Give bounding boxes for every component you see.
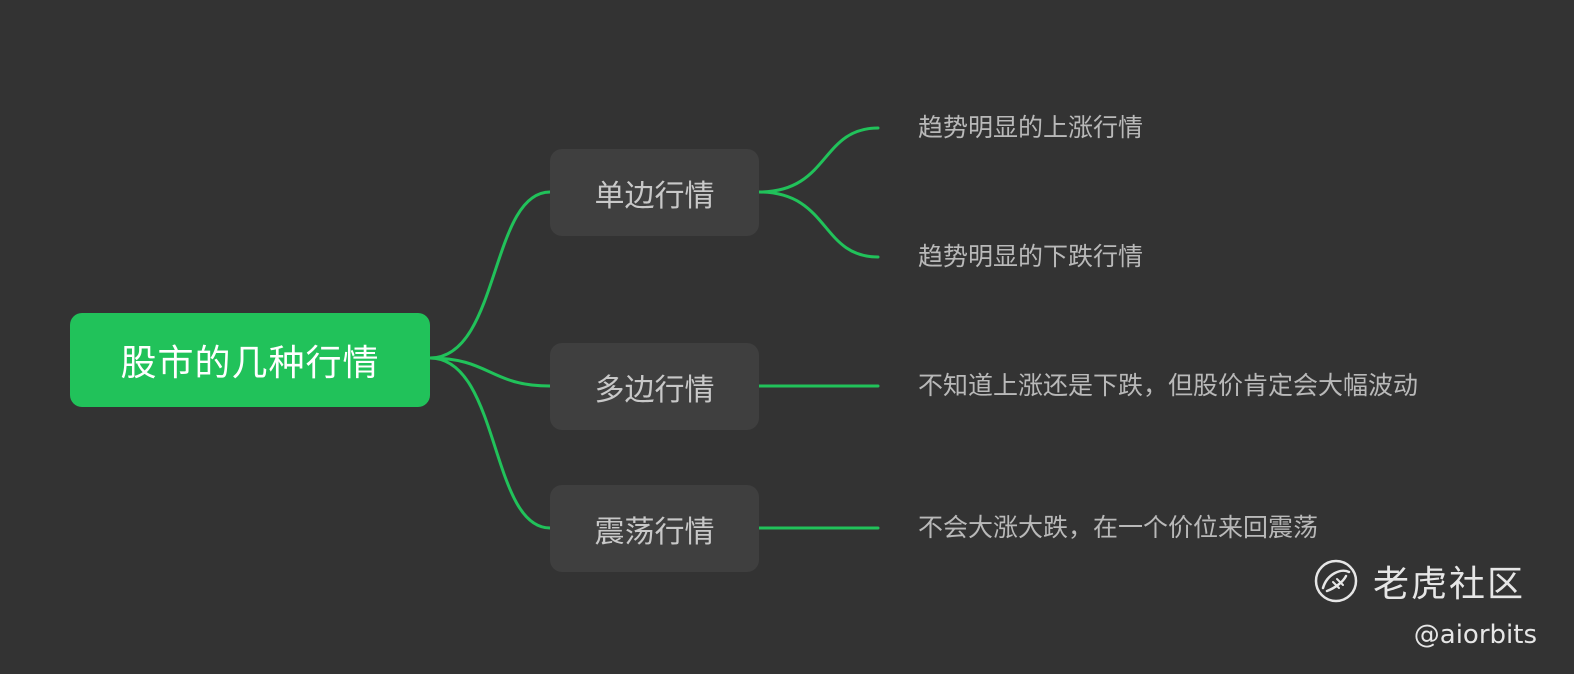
leaf-uptrend: 趋势明显的上涨行情 (918, 113, 1144, 142)
connector-branch-1-leaf-1 (757, 126, 880, 194)
connector-root-branch-2 (428, 356, 552, 388)
branch-label: 震荡行情 (594, 514, 715, 550)
watermark: 老虎社区 (1313, 555, 1525, 607)
connector-branch-1-leaf-2 (757, 190, 880, 259)
tiger-logo-icon (1314, 559, 1358, 603)
branch-node-multi-sided: 多边行情 (550, 343, 759, 430)
leaf-volatile: 不知道上涨还是下跌，但股价肯定会大幅波动 (918, 371, 1419, 400)
watermark-handle: @aiorbits (1413, 620, 1537, 650)
connector-root-branch-3 (428, 356, 552, 530)
leaf-downtrend: 趋势明显的下跌行情 (918, 242, 1144, 271)
root-node: 股市的几种行情 (70, 313, 430, 407)
branch-label: 多边行情 (594, 372, 715, 408)
watermark-brand: 老虎社区 (1373, 564, 1526, 605)
root-label: 股市的几种行情 (120, 343, 380, 384)
leaf-oscillating: 不会大涨大跌，在一个价位来回震荡 (918, 513, 1319, 542)
connector-root-branch-1 (428, 190, 552, 360)
branch-label: 单边行情 (594, 178, 715, 214)
branch-node-range-bound: 震荡行情 (550, 485, 759, 572)
branch-node-one-sided: 单边行情 (550, 149, 759, 236)
